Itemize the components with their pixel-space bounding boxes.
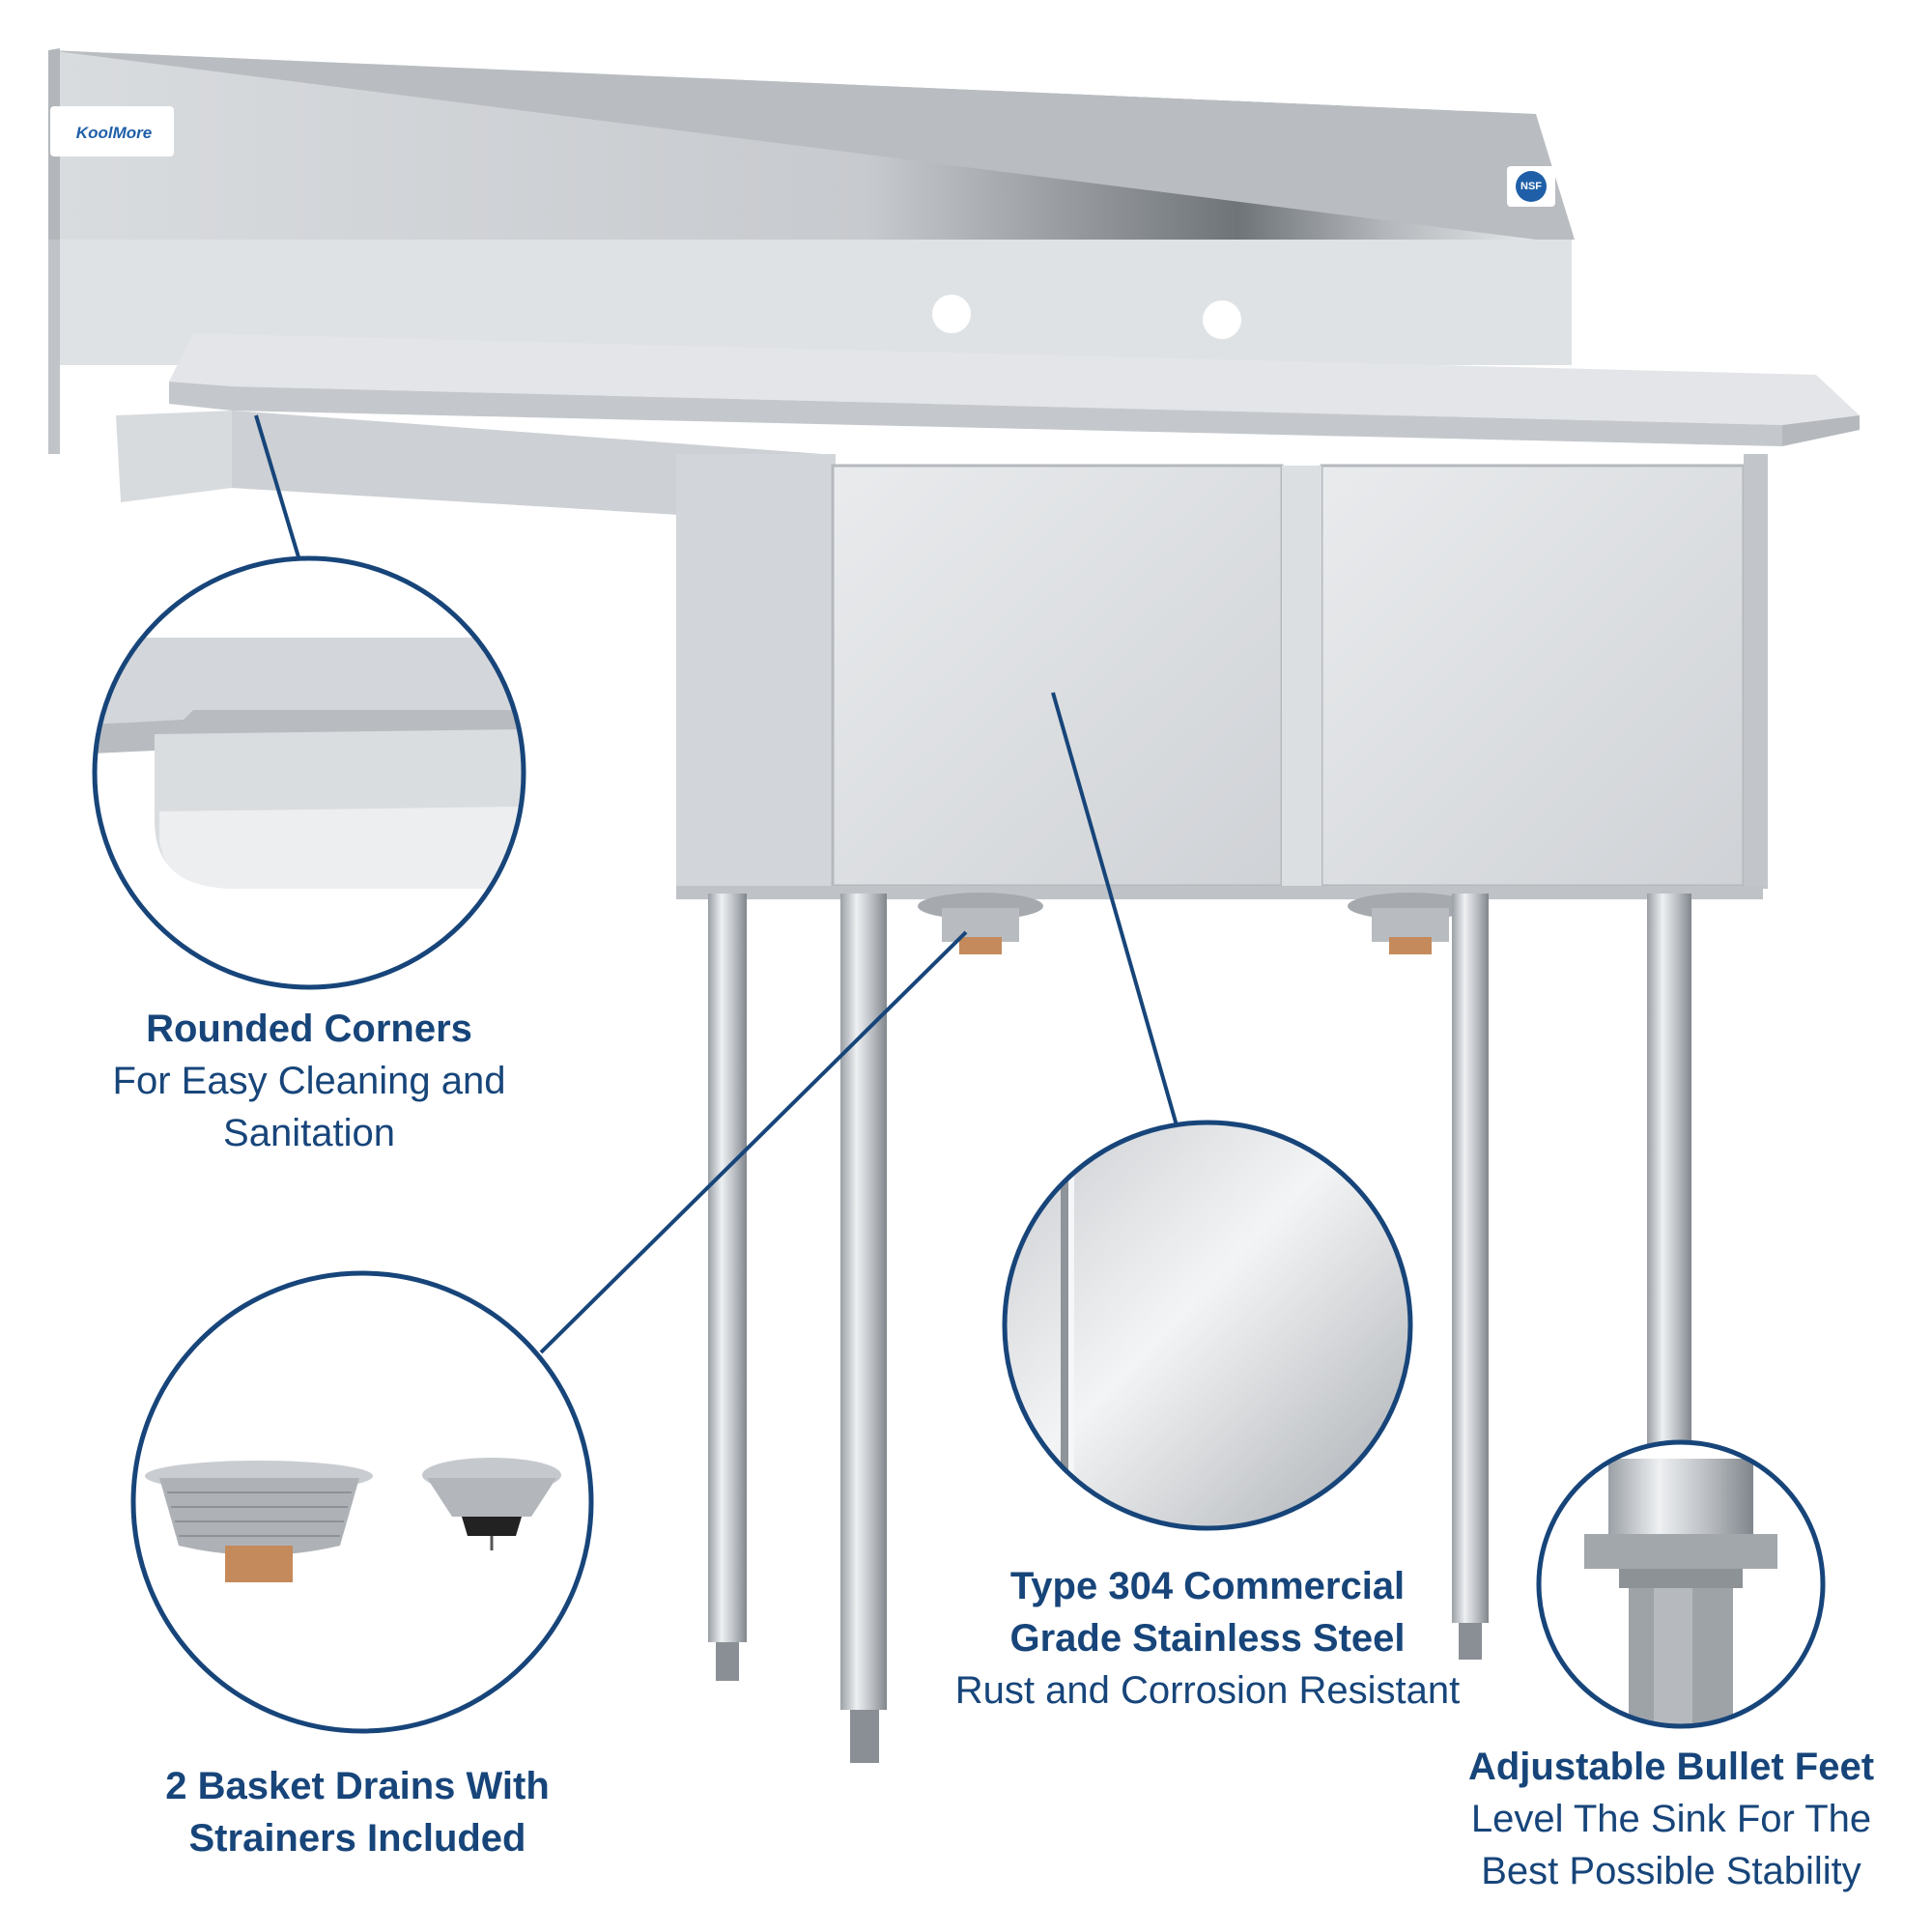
callout-subtitle: Sanitation: [223, 1112, 395, 1154]
callout-subtitle: Level The Sink For The: [1470, 1798, 1872, 1840]
leader-line-steel: [1051, 692, 1179, 1126]
callout-heading: Grade Stainless Steel: [1009, 1617, 1406, 1660]
rounded-corner-zoom: [92, 555, 526, 990]
callout-heading: Strainers Included: [188, 1817, 526, 1860]
callout-lines: [254, 414, 1179, 1354]
callout-rounded-corners: Rounded Corners For Easy Cleaning and Sa…: [48, 1003, 570, 1159]
faucet-hole: [932, 295, 971, 333]
nsf-logo-text: NSF: [1520, 181, 1542, 192]
callout-subtitle: Best Possible Stability: [1481, 1850, 1861, 1892]
basket-drain-zoom: [130, 1270, 594, 1734]
callout-subtitle: For Easy Cleaning and: [112, 1060, 506, 1102]
countertop: [116, 333, 1860, 522]
brand-logo: KoolMore: [75, 124, 153, 142]
callout-heading: Adjustable Bullet Feet: [1467, 1746, 1875, 1788]
leader-line-corners: [254, 414, 301, 561]
callout-bullet-feet: Adjustable Bullet Feet Level The Sink Fo…: [1410, 1741, 1932, 1897]
callout-subtitle: Rust and Corrosion Resistant: [954, 1669, 1461, 1712]
faucet-hole: [1203, 300, 1241, 339]
bullet-feet-zoom: [1536, 1439, 1826, 1729]
logo-badge: [50, 106, 174, 156]
basket-drain-left: [918, 893, 1043, 954]
callout-heading: Type 304 Commercial: [1009, 1565, 1406, 1607]
sink-legs: [708, 894, 1691, 1763]
backsplash: [48, 48, 1575, 454]
basket-drain-right: [1348, 893, 1473, 954]
callout-heading: 2 Basket Drains With: [165, 1765, 550, 1807]
nsf-icon: [1516, 171, 1547, 202]
callout-basket-drains: 2 Basket Drains With Strainers Included: [87, 1760, 628, 1864]
sink-body: [676, 454, 1768, 899]
leader-line-drains: [539, 930, 968, 1354]
callout-stainless-steel: Type 304 Commercial Grade Stainless Stee…: [908, 1560, 1507, 1717]
stainless-steel-zoom: [1002, 1120, 1413, 1531]
callout-heading: Rounded Corners: [146, 1008, 472, 1050]
